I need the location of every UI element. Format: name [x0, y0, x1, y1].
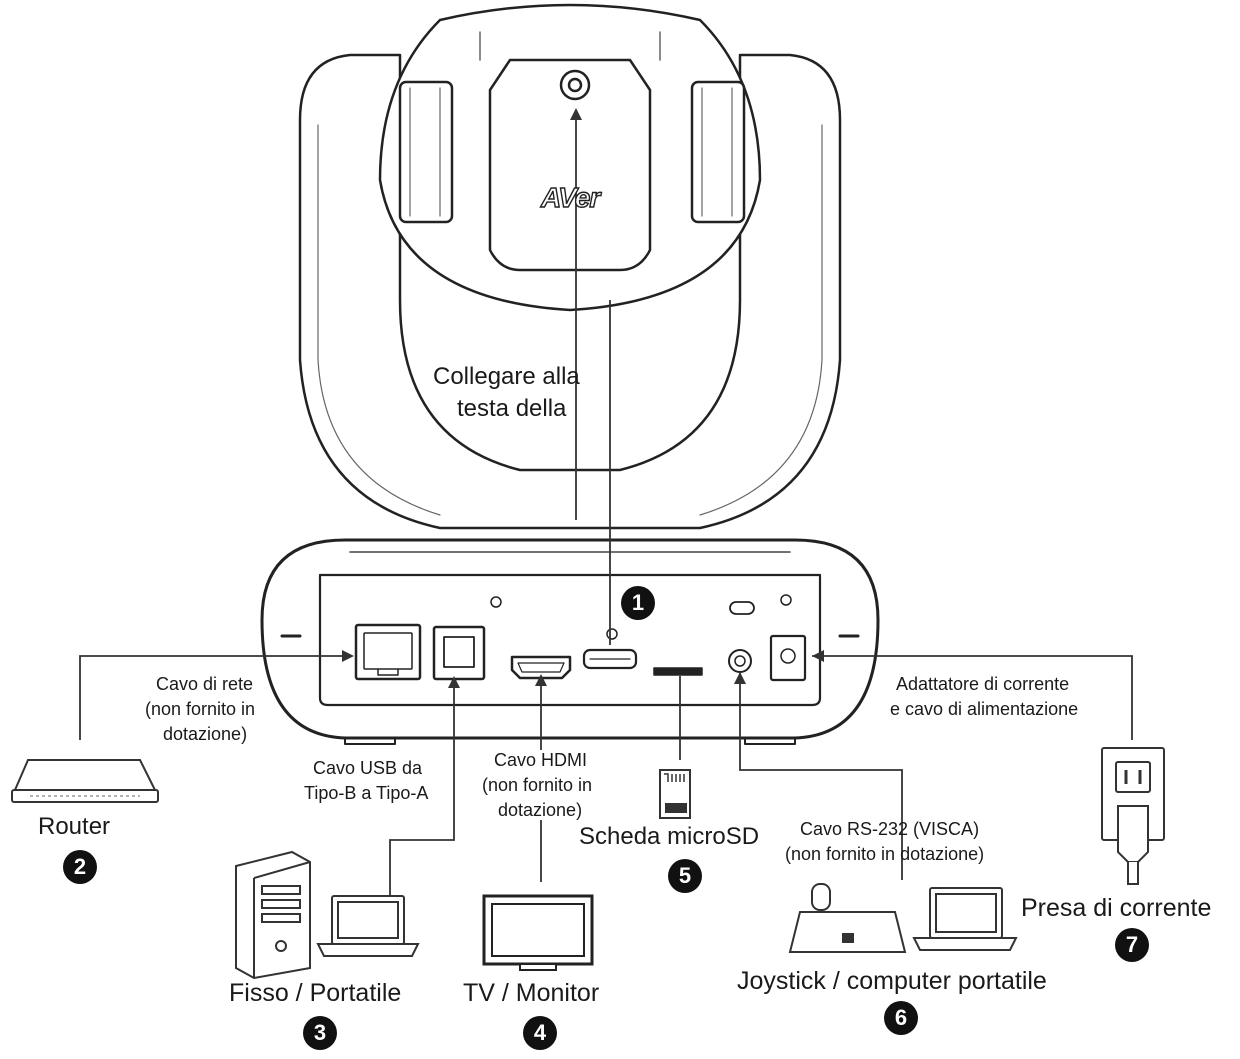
ethernet-port-clip: [377, 668, 399, 676]
headlink-port: [582, 648, 638, 670]
laptop-icon-joystick: [912, 887, 1018, 951]
joystick-icon: [788, 883, 907, 953]
rs232-port-inner: [734, 655, 746, 667]
line-rs232: [739, 672, 903, 880]
hdmi-port: [510, 655, 572, 680]
base-feet: [344, 737, 796, 745]
label-router-cable-2: (non fornito in: [145, 699, 256, 719]
arrow-rs232: [734, 672, 746, 684]
head-arm-right-stripe: [701, 87, 733, 217]
wall-socket-icon: [1101, 747, 1165, 885]
line-usb: [389, 678, 455, 900]
label-power-cable-1: Adattatore di corrente: [896, 674, 1070, 694]
badge-4: 4: [523, 1016, 557, 1050]
label-joystick: Joystick / computer portatile: [737, 967, 1047, 995]
aver-logo: AVer: [540, 181, 601, 213]
microsd-card-icon: [659, 769, 691, 819]
label-head-line1: Collegare alla: [433, 363, 580, 390]
line-router: [79, 655, 350, 740]
arrow-hdmi: [535, 674, 547, 686]
head-top-groove: [479, 31, 661, 61]
arrow-usb: [448, 676, 460, 688]
line-power: [812, 655, 1133, 740]
badge-6: 6: [884, 1001, 918, 1035]
dc-power-port-pin: [780, 648, 796, 664]
badge-3: 3: [303, 1016, 337, 1050]
ethernet-port: [354, 623, 422, 681]
laptop-icon-pc: [316, 895, 420, 957]
microsd-slot: [653, 667, 703, 676]
headlink-ground-symbol: [606, 628, 618, 640]
label-usb-cable-2: Tipo-B a Tipo-A: [304, 783, 429, 803]
router-icon: [11, 759, 159, 803]
head-arm-left: [398, 80, 454, 224]
screw-left: [490, 596, 502, 608]
label-microsd: Scheda microSD: [579, 823, 760, 850]
head-arm-right: [690, 80, 746, 224]
badge-2: 2: [63, 850, 97, 884]
usb-b-port: [432, 625, 486, 681]
camera-yoke: [298, 53, 842, 530]
label-hdmi-cable-1: Cavo HDMI: [494, 750, 588, 770]
dc-power-port: [769, 634, 807, 682]
label-router: Router: [38, 813, 111, 840]
desktop-tower-icon: [235, 850, 311, 980]
screw-right: [780, 594, 792, 606]
badge-1: 1: [621, 586, 655, 620]
label-hdmi-cable-3: dotazione): [498, 800, 583, 820]
arrow-router: [342, 650, 354, 662]
hdmi-port-inner: [517, 662, 565, 673]
tv-icon: [482, 894, 594, 971]
label-power: Presa di corrente: [1021, 894, 1212, 922]
head-screw-inner: [567, 77, 583, 93]
head-screw-outer: [559, 69, 591, 101]
usb-b-port-inner: [443, 636, 475, 668]
label-pc: Fisso / Portatile: [229, 979, 402, 1007]
line-head: [575, 118, 611, 645]
badge-7: 7: [1115, 928, 1149, 962]
reset-button: [729, 601, 755, 615]
yoke-inner-left: [317, 124, 441, 516]
label-hdmi-cable-2: (non fornito in: [482, 775, 593, 795]
arrow-power: [812, 650, 824, 662]
arrow-head: [570, 108, 582, 120]
head-front-panel: [488, 58, 652, 272]
yoke-inner-right: [699, 124, 823, 516]
ethernet-port-inner: [363, 632, 413, 670]
label-power-cable-2: e cavo di alimentazione: [890, 699, 1079, 719]
label-usb-cable-1: Cavo USB da: [313, 758, 423, 778]
badge-5: 5: [668, 859, 702, 893]
label-tv: TV / Monitor: [463, 979, 600, 1007]
label-router-cable-1: Cavo di rete: [156, 674, 254, 694]
label-router-cable-3: dotazione): [163, 724, 248, 744]
head-arm-left-stripe: [409, 87, 441, 217]
label-head-line2: testa della: [457, 395, 567, 422]
label-rs232-cable-2: (non fornito in dotazione): [785, 844, 985, 864]
label-rs232-cable-1: Cavo RS-232 (VISCA): [800, 819, 980, 839]
